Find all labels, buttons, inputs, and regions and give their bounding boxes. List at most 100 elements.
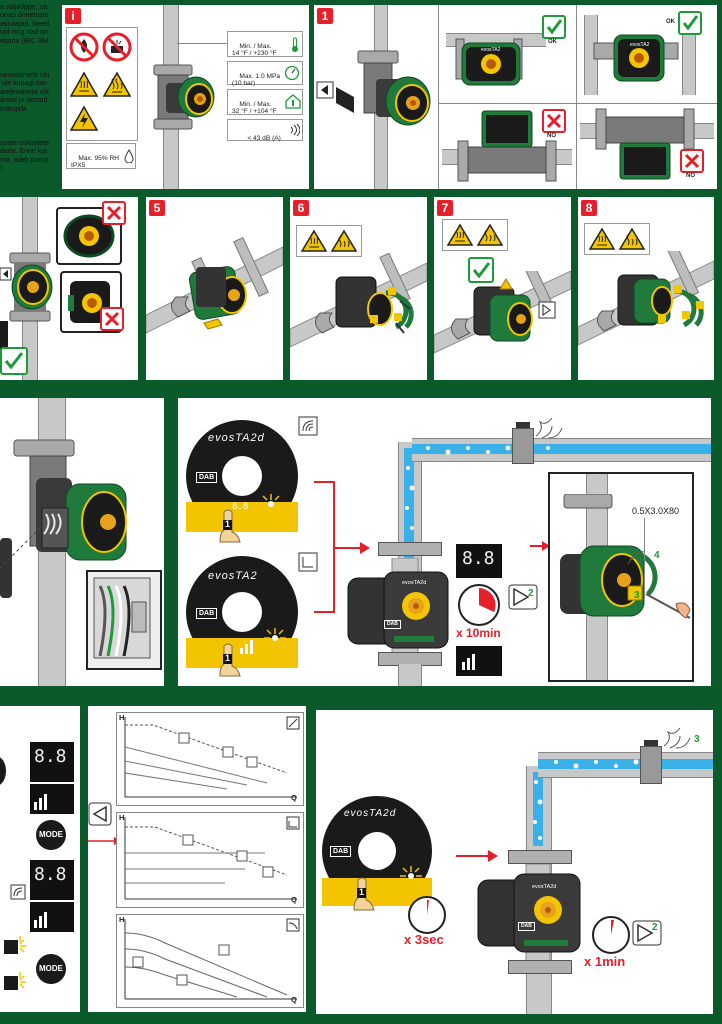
air-valve[interactable] [640,746,662,784]
fluid-temp-spec-text: Min. / Max. 14 °F / +230 °F [232,42,277,58]
thermometer-icon [292,37,298,52]
ok-check-icon [0,347,28,375]
flow-arrow [314,481,370,613]
flow-direction-icon [316,81,334,99]
dashed-guide [0,528,40,569]
step-callout-1: 1 [225,519,231,529]
signal-bars-icon [240,640,253,654]
mode-indicator-icon [508,584,538,610]
direction-arrow-icon [336,87,354,113]
orientation-grid [438,5,717,189]
pump-motor-down-no [595,108,695,180]
dial-edge [0,756,6,786]
panel-wiring [0,398,164,686]
air-valve[interactable] [512,428,534,464]
mode-icon [298,416,318,436]
spec-leader-line [177,43,227,44]
callout-3: 3 [634,590,640,601]
step-callout-1b: 1 [225,653,231,663]
air-release-icon [663,727,691,749]
water-column [533,772,543,846]
mode-button[interactable]: MODE [36,820,66,850]
mode-display-mid: 8.8 [30,860,74,900]
mode-button[interactable]: MODE [36,954,66,984]
mode-indicator-icon [632,920,662,946]
house-temperature-icon [285,94,301,109]
mode-display-bars [30,784,74,814]
hot-surface-warning-icon [69,71,99,97]
dial-center [222,456,262,496]
terminal-detail-box [86,570,162,670]
curve-fixed-speed: H Q [116,914,304,1008]
pressure-gauge-icon [284,65,300,81]
hot-surface-warning-icon [446,223,474,246]
pressure-spec-text: Max. 1.0 MPa (10 bar) [232,72,281,88]
pump-brand: evosTA2 [630,42,650,48]
dial-yellow-band [186,502,298,532]
time-label-1min: x 1min [584,954,626,969]
control-dial-d[interactable] [322,796,432,906]
finger-press-icon [219,643,241,677]
mode-display-bars [30,902,74,932]
curve-proportional: H Q [116,712,304,806]
dab-logo: DAB [196,608,218,619]
pump-dab-logo: DAB [384,620,401,629]
axis-h: H [119,713,125,722]
flow-direction-icon [0,267,12,281]
pump-illustration [477,864,581,964]
no-cross-icon [680,149,704,173]
dial-logo: evosTA2d [344,808,397,819]
pump-dab-logo: DAB [518,922,535,931]
timer-1min-icon [592,916,630,954]
pump-horizontal-ok [455,38,523,86]
step-5-badge: 5 [149,200,165,216]
no-label: NO [686,173,695,179]
step-8-badge: 8 [581,200,597,216]
air-valve-handle[interactable] [516,422,530,428]
blink-icon [4,972,26,990]
finger-press-icon [219,509,241,543]
ambient-temp-spec: Min. / Max. 32 °F / +104 °F [227,89,303,115]
hot-surface-warning-icon [588,227,616,250]
callout-3: 3 [694,734,700,745]
warning-box [442,219,508,251]
humidity-spec: Max. 95% RH IPX5 [66,143,136,169]
blink-icon [260,494,282,514]
timer-3sec-icon [408,896,446,934]
dab-logo: DAB [196,472,218,483]
dial-logo: evosTA2 [208,570,258,582]
axis-h: H [119,915,125,924]
electric-shock-warning-icon [69,105,99,131]
water-flow [538,759,713,769]
pump-disassembly-illustration [290,253,427,348]
hot-steam-warning-icon [476,223,504,246]
panel-step-7: 7 [434,197,571,380]
dial-center [222,592,262,632]
flow-arrow [456,850,498,862]
pump-bleed-illustration [560,494,691,619]
info-badge: i [65,8,81,24]
callout-2: 2 [652,922,658,933]
sound-icon [290,124,300,136]
air-valve-handle[interactable] [644,740,658,746]
mode-icon [298,552,318,572]
pump-display-bars [456,646,502,676]
mode-display-top: 8.8 [30,742,74,782]
control-dial[interactable] [186,556,298,668]
panel-step-1: 1 evosTA2 OK evosTA2 [314,5,717,189]
pipe-flange [508,850,572,864]
pump-display: 8.8 [456,544,502,578]
pump-brand: evosTA2d [532,884,557,890]
pipe-flange [508,960,572,974]
dab-logo: DAB [330,846,352,857]
panel-step-6: 6 [290,197,427,380]
blink-icon [264,628,286,648]
pump-display-value: 8.8 [462,548,495,569]
bleed-detail-box: 0.5X3.0X80 4 3 [548,472,694,682]
pump-open-terminal [13,439,127,561]
callout-1: 1 [359,887,365,897]
control-dial-d[interactable] [186,420,298,532]
fluid-temp-spec: Min. / Max. 14 °F / +230 °F [227,31,303,57]
panel-mode-settings: 8.8 MODE 8.8 MODE [0,706,80,1012]
no-fire-icon [69,32,99,62]
